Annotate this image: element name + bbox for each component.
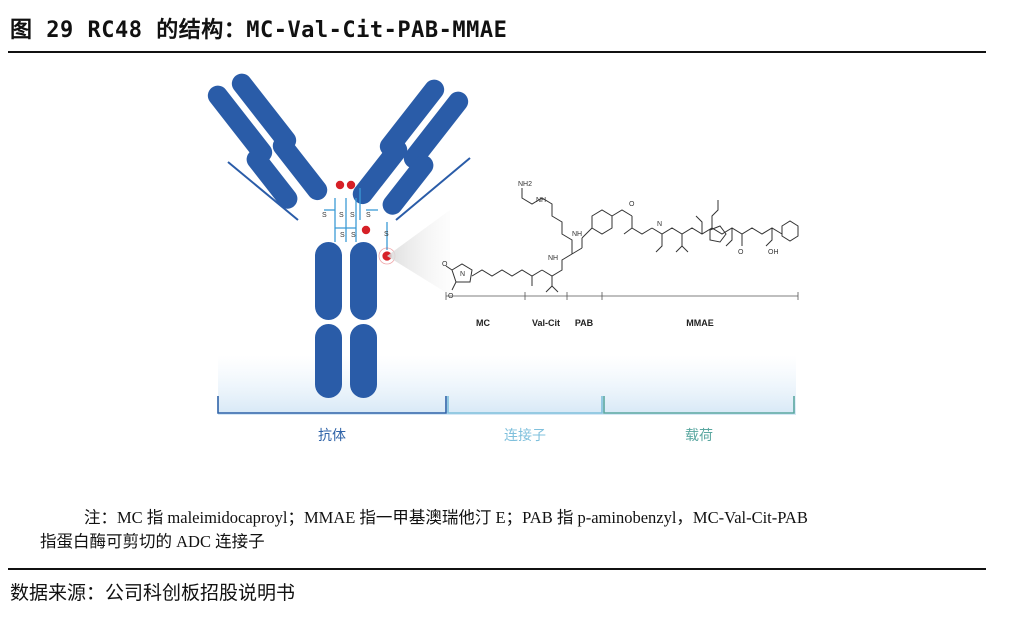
chemical-atom-labels: NH2 NH NH NH O O N O N O OH xyxy=(442,181,779,300)
payload-dots xyxy=(335,180,392,261)
zone-bracket-linker xyxy=(447,396,603,414)
left-arm-line xyxy=(227,161,299,221)
n-label: N xyxy=(460,271,465,278)
chemical-structure xyxy=(445,188,799,293)
disulfide-labels: S S S S S S S xyxy=(322,212,389,239)
s-label: S xyxy=(366,212,371,219)
note-line-1: 注：MC 指 maleimidocaproyl；MMAE 指一甲基澳瑞他汀 E；… xyxy=(84,508,808,527)
mmae-chain xyxy=(651,227,783,235)
n-label: N xyxy=(657,221,662,228)
s-label: S xyxy=(384,231,389,238)
adc-structure-diagram: S S S S S S S xyxy=(207,73,799,444)
zoom-wedge xyxy=(387,210,450,295)
bottom-rule xyxy=(8,568,986,570)
zone-bracket-payload xyxy=(603,396,795,414)
nh-label: NH xyxy=(536,197,546,204)
payload-dot xyxy=(335,180,345,190)
citrulline xyxy=(521,188,573,254)
phenyl-ring xyxy=(781,220,799,242)
top-rule xyxy=(8,51,986,53)
o-label: O xyxy=(442,261,448,268)
left-heavy-chain-2 xyxy=(272,135,328,201)
segment-label-val-cit: Val-Cit xyxy=(532,318,560,328)
payload-dot xyxy=(346,180,356,190)
right-light-chain-2 xyxy=(382,155,434,215)
zone-label-payload: 载荷 xyxy=(685,428,713,444)
nh2-label: NH2 xyxy=(518,181,532,188)
o-label: O xyxy=(448,293,454,300)
pyrrolidine-ring xyxy=(709,225,727,243)
oh-label: OH xyxy=(768,249,779,256)
base-glow xyxy=(218,355,796,415)
zone-brackets xyxy=(217,396,795,414)
zone-label-antibody: 抗体 xyxy=(318,428,346,444)
valine xyxy=(541,253,573,277)
nh-label: NH xyxy=(572,231,582,238)
right-light-chain-1 xyxy=(403,91,469,169)
left-heavy-chain-1 xyxy=(231,73,297,151)
o-label: O xyxy=(738,249,744,256)
s-label: S xyxy=(351,232,356,239)
pab-ring xyxy=(591,209,613,235)
segment-bracket xyxy=(445,292,799,300)
segment-label-mc: MC xyxy=(476,318,490,328)
antibody xyxy=(207,73,471,398)
right-arm-line xyxy=(395,157,471,221)
segment-label-mmae: MMAE xyxy=(686,318,714,328)
hinge-region xyxy=(324,188,388,250)
fc-right-lower xyxy=(350,324,377,398)
figure-title: 图 29 RC48 的结构：MC-Val-Cit-PAB-MMAE xyxy=(10,18,508,43)
left-light-chain-1 xyxy=(207,85,273,163)
s-label: S xyxy=(350,212,355,219)
note-line-2: 指蛋白酶可剪切的 ADC 连接子 xyxy=(40,532,265,551)
payload-dot xyxy=(361,225,371,235)
segment-label-pab: PAB xyxy=(575,318,594,328)
data-source: 数据来源：公司科创板招股说明书 xyxy=(10,582,296,604)
left-light-chain-2 xyxy=(246,149,298,209)
s-label: S xyxy=(322,212,327,219)
s-label: S xyxy=(340,232,345,239)
maleimide-ring xyxy=(451,263,473,283)
fc-left-upper xyxy=(315,242,342,320)
nh-label: NH xyxy=(548,255,558,262)
fc-left-lower xyxy=(315,324,342,398)
right-heavy-chain-2 xyxy=(352,139,408,205)
o-label: O xyxy=(629,201,635,208)
segment-labels: MC Val-Cit PAB MMAE xyxy=(476,318,714,328)
payload-dot xyxy=(382,251,392,261)
zone-label-linker: 连接子 xyxy=(504,427,546,444)
right-heavy-chain-1 xyxy=(379,79,445,157)
zone-labels: 抗体 连接子 载荷 xyxy=(318,427,713,444)
fc-right-upper xyxy=(350,242,377,320)
caproyl-chain xyxy=(471,269,543,277)
figure-note: 注：MC 指 maleimidocaproyl；MMAE 指一甲基澳瑞他汀 E；… xyxy=(40,506,990,554)
s-label: S xyxy=(339,212,344,219)
zone-bracket-antibody xyxy=(217,396,447,414)
